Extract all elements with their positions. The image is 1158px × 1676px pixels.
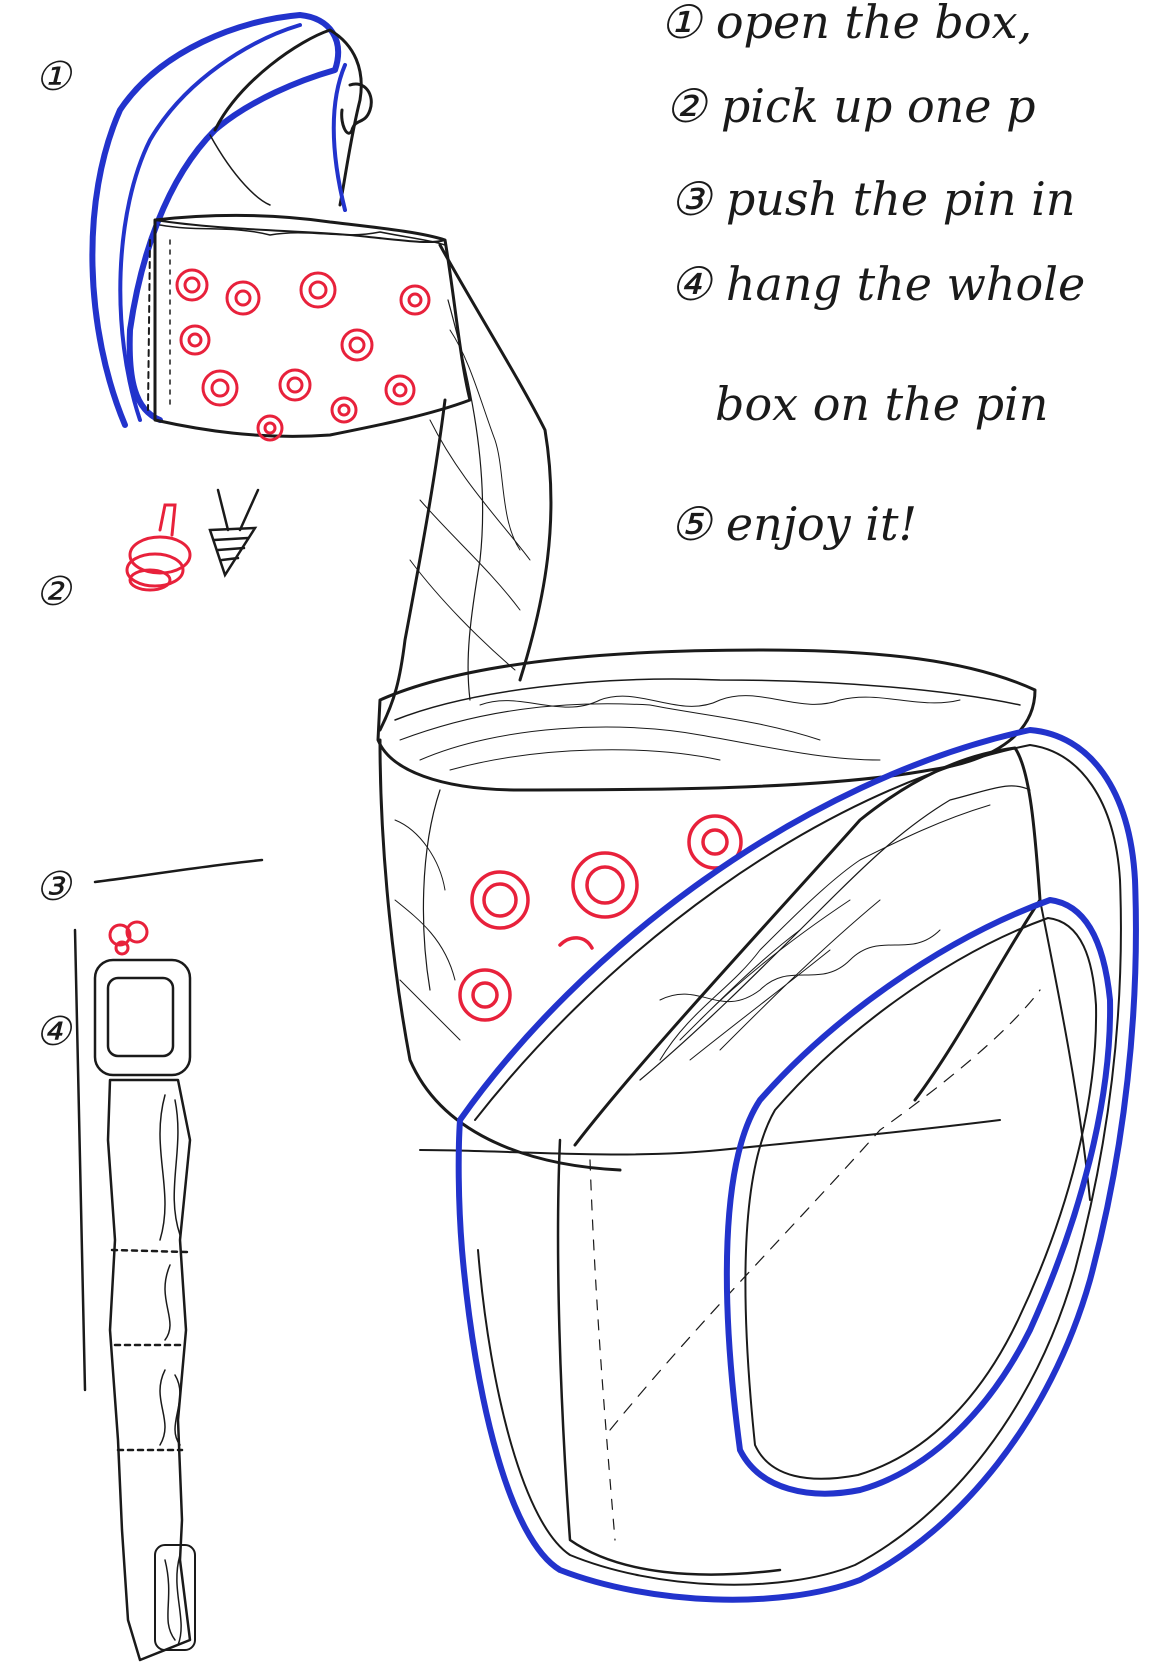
step-1-open-box-sketch (92, 15, 470, 440)
instruction-list: ① open the box, ② pick up one p ③ push t… (660, 0, 1085, 551)
screw-icon (210, 490, 258, 575)
step-3-pin-in-wall-sketch (95, 860, 262, 882)
wall-pin-icon (110, 922, 147, 954)
step-1-label: ① (35, 54, 73, 100)
instruction-step-4-cont: box on the pin (715, 377, 1048, 431)
step-4-label: ④ (35, 1009, 73, 1055)
pins-group-main (460, 816, 741, 1020)
instruction-step-3: ③ push the pin in (670, 172, 1076, 226)
instruction-step-2: ② pick up one p (665, 79, 1036, 133)
push-pin-icon (127, 505, 190, 590)
step-3-label: ③ (35, 864, 73, 910)
step-2-pin-sketch (127, 490, 258, 590)
instruction-step-5: ⑤ enjoy it! (670, 497, 917, 551)
instruction-step-1: ① open the box, (660, 0, 1032, 49)
step-4-hanging-box-sketch (75, 922, 195, 1660)
pins-group-step-1 (177, 270, 429, 440)
step-2-label: ② (35, 569, 73, 615)
main-box-illustration (378, 245, 1136, 1600)
instruction-step-4: ④ hang the whole (670, 257, 1085, 311)
